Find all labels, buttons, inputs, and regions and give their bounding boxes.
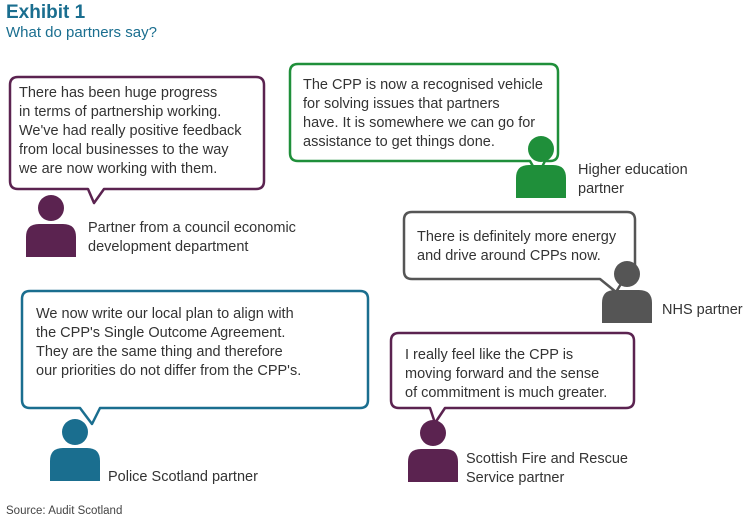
- person-icon-police: [50, 419, 100, 481]
- quote-line: moving forward and the sense: [405, 366, 600, 382]
- quote-line: We've had really positive feedback: [19, 123, 242, 139]
- quote-line: of commitment is much greater.: [405, 385, 608, 401]
- speech-bubble-fire-rescue: [389, 331, 636, 425]
- person-icon-fire-rescue: [408, 420, 458, 482]
- quote-line: we are now working with them.: [19, 161, 218, 177]
- attribution-fire-rescue: Scottish Fire and Rescue Service partner: [466, 450, 628, 488]
- quote-line: assistance to get things done.: [303, 134, 495, 150]
- attribution-line: Police Scotland partner: [108, 469, 258, 485]
- exhibit-subtitle: What do partners say?: [6, 24, 157, 41]
- quote-line: for solving issues that partners: [303, 96, 500, 112]
- quote-higher-education: The CPP is now a recognised vehicle for …: [303, 76, 543, 152]
- attribution-council: Partner from a council economic developm…: [88, 219, 296, 257]
- attribution-line: Service partner: [466, 470, 565, 486]
- quote-fire-rescue: I really feel like the CPP is moving for…: [405, 346, 607, 403]
- speech-bubble-nhs: [402, 210, 637, 294]
- attribution-line: Scottish Fire and Rescue: [466, 451, 628, 467]
- person-icon-higher-education: [516, 136, 566, 198]
- attribution-line: Partner from a council economic: [88, 220, 296, 236]
- attribution-police: Police Scotland partner: [108, 468, 258, 487]
- attribution-line: development department: [88, 239, 249, 255]
- attribution-line: partner: [578, 181, 624, 197]
- exhibit-title: Exhibit 1: [6, 2, 86, 23]
- quote-line: They are the same thing and therefore: [36, 344, 283, 360]
- quote-police: We now write our local plan to align wit…: [36, 305, 301, 381]
- quote-nhs: There is definitely more energy and driv…: [417, 228, 616, 266]
- quote-line: from local businesses to the way: [19, 142, 229, 158]
- quote-line: The CPP is now a recognised vehicle: [303, 77, 543, 93]
- speech-bubble-council: [8, 75, 266, 205]
- quote-line: in terms of partnership working.: [19, 104, 222, 120]
- source-note: Source: Audit Scotland: [6, 505, 123, 517]
- quote-line: There has been huge progress: [19, 85, 218, 101]
- quote-council: There has been huge progress in terms of…: [19, 84, 242, 179]
- quote-line: There is definitely more energy: [417, 229, 617, 245]
- quote-line: the CPP's Single Outcome Agreement.: [36, 325, 286, 341]
- quote-line: our priorities do not differ from the CP…: [36, 363, 302, 379]
- quote-line: We now write our local plan to align wit…: [36, 306, 294, 322]
- attribution-higher-education: Higher education partner: [578, 161, 688, 199]
- quote-line: have. It is somewhere we can go for: [303, 115, 536, 131]
- speech-bubble-police: [20, 289, 370, 426]
- attribution-nhs: NHS partner: [662, 301, 743, 320]
- quote-line: and drive around CPPs now.: [417, 248, 601, 264]
- attribution-line: Higher education: [578, 162, 688, 178]
- attribution-line: NHS partner: [662, 302, 743, 318]
- person-icon-council: [26, 195, 76, 257]
- person-icon-nhs: [602, 261, 652, 323]
- quote-line: I really feel like the CPP is: [405, 347, 574, 363]
